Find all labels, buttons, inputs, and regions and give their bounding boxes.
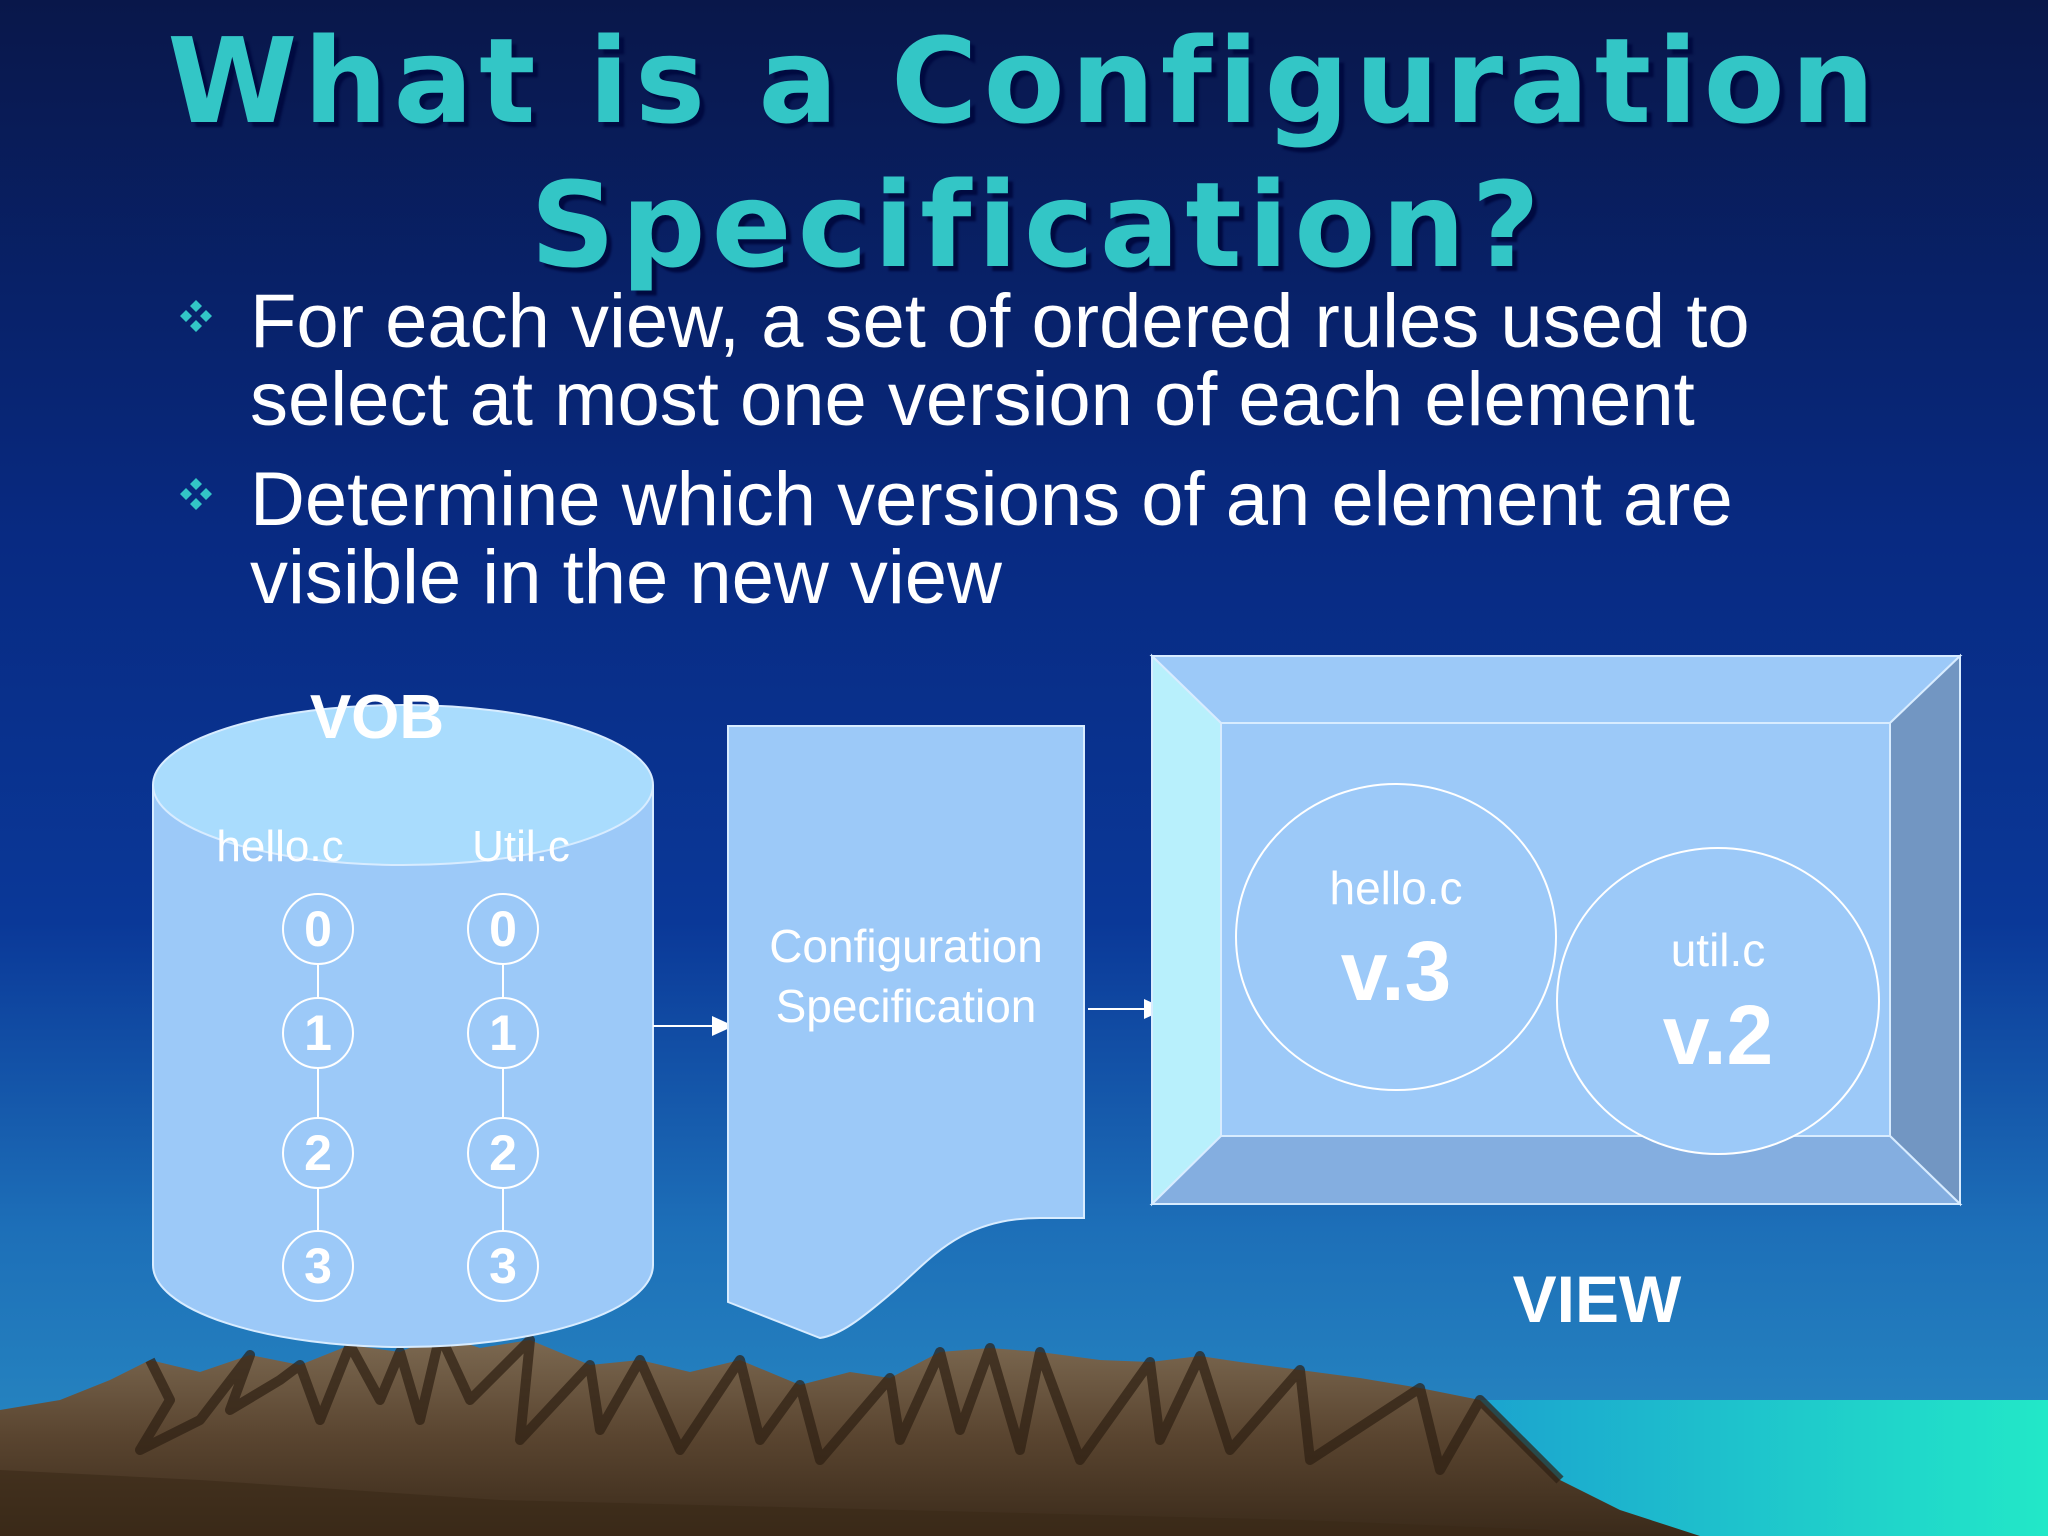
- util-version-node-3: [467, 1230, 539, 1302]
- view-element-hello-version: v.3: [1341, 924, 1452, 1018]
- config-spec-document: [727, 725, 1085, 1340]
- vob-label: VOB: [310, 683, 444, 752]
- util-version-tree: 0 1 2 3: [467, 893, 539, 1302]
- view-element-util-name: util.c: [1671, 924, 1766, 976]
- hello-version-node-0: [282, 893, 354, 965]
- util-version-label-3: 3: [489, 1238, 517, 1294]
- bullet-1-line-2: select at most one version of each eleme…: [250, 357, 1695, 442]
- vob-element-hello-label: hello.c: [216, 822, 343, 871]
- diamond-bullet-icon: [180, 478, 212, 510]
- mountains: [0, 1330, 1700, 1536]
- vob-cylinder: [152, 704, 654, 1348]
- view-element-util-circle: [1556, 847, 1880, 1155]
- hello-version-label-3: 3: [304, 1238, 332, 1294]
- vob-element-util-label: Util.c: [472, 822, 570, 871]
- hello-version-node-2: [282, 1117, 354, 1189]
- util-version-label-0: 0: [489, 901, 517, 957]
- util-version-label-2: 2: [489, 1125, 517, 1181]
- bullet-1-line-1: For each view, a set of ordered rules us…: [250, 279, 1750, 364]
- hello-version-label-1: 1: [304, 1005, 332, 1061]
- util-version-node-1: [467, 997, 539, 1069]
- bullet-2-line-1: Determine which versions of an element a…: [250, 457, 1733, 542]
- view-element-hello-name: hello.c: [1330, 862, 1463, 914]
- view-element-hello-circle: [1235, 783, 1557, 1091]
- util-version-node-2: [467, 1117, 539, 1189]
- hello-version-node-3: [282, 1230, 354, 1302]
- hello-version-tree: 0 1 2 3: [282, 893, 354, 1302]
- hello-version-label-0: 0: [304, 901, 332, 957]
- util-version-node-0: [467, 893, 539, 965]
- diamond-bullet-icon: [180, 300, 212, 332]
- slide-title-line-1: What is a Configuration: [167, 12, 1881, 150]
- bullet-item-1: For each view, a set of ordered rules us…: [176, 278, 1996, 448]
- hello-version-label-2: 2: [304, 1125, 332, 1181]
- bullet-item-2: Determine which versions of an element a…: [176, 456, 1996, 626]
- config-spec-label-line-2: Specification: [776, 980, 1037, 1032]
- hello-version-node-1: [282, 997, 354, 1069]
- view-element-util-version: v.2: [1663, 988, 1774, 1082]
- util-version-label-1: 1: [489, 1005, 517, 1061]
- bullet-2-line-2: visible in the new view: [250, 535, 1002, 620]
- config-spec-label-line-1: Configuration: [769, 920, 1043, 972]
- slide-title-line-2: Specification?: [530, 156, 1546, 294]
- view-label: VIEW: [1513, 1262, 1682, 1336]
